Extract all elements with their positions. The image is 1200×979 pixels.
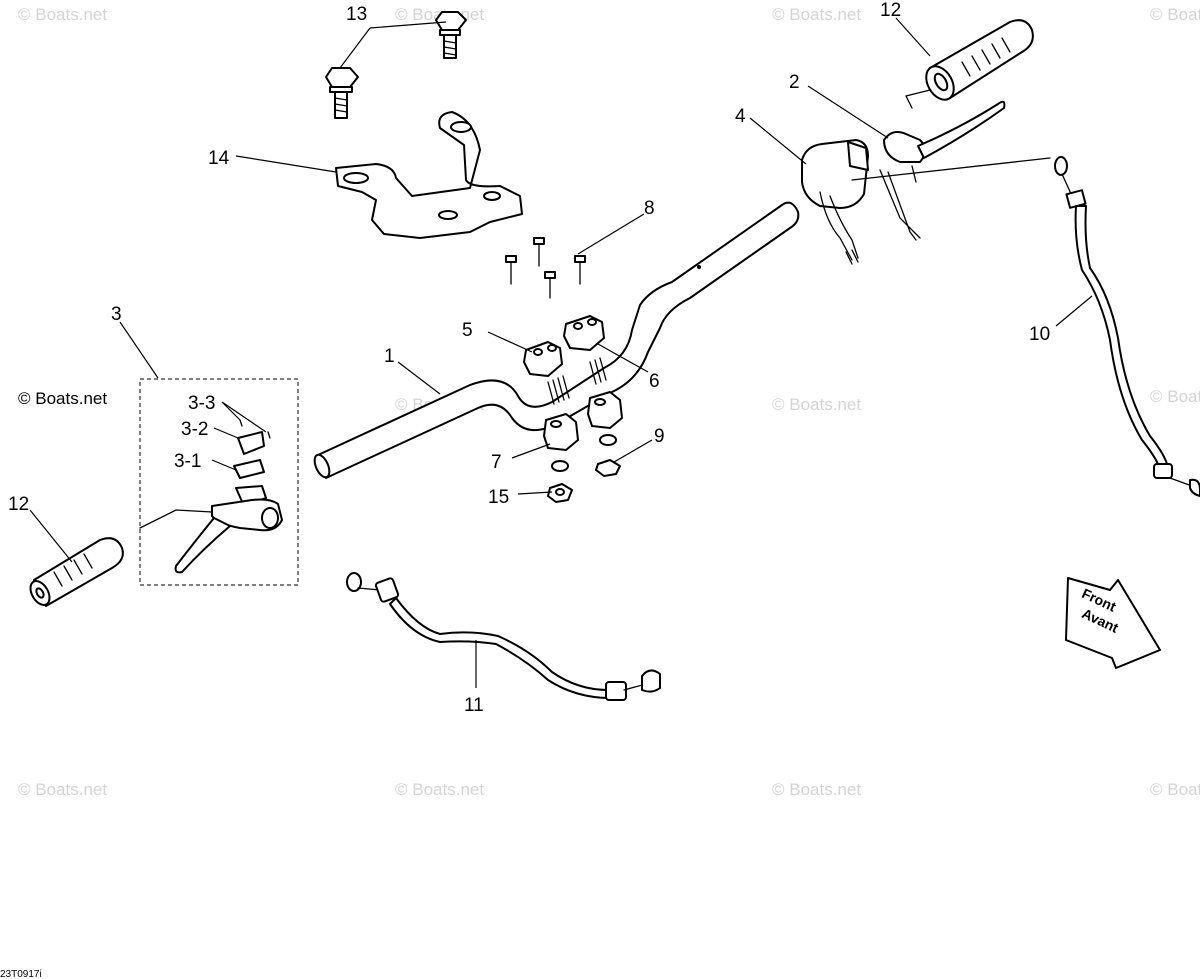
screw-3-3: [239, 419, 271, 439]
watermarks: © Boats.net © Boats.net © Boats.net © Bo…: [18, 5, 1200, 799]
callout-5: 5: [462, 320, 473, 341]
callout-8: 8: [644, 198, 655, 219]
clamp-upper-6: [563, 315, 605, 351]
grip-sleeve-outline: [905, 89, 931, 109]
callout-15: 15: [488, 487, 509, 508]
callout-6: 6: [649, 371, 660, 392]
copyright-note: © Boats.net: [18, 389, 107, 408]
watermark: © Boats.net: [18, 780, 107, 799]
callout-11: 11: [464, 695, 484, 716]
grip-12-left: [29, 537, 124, 607]
cap-3-1: [233, 459, 265, 479]
drawing-code: 23T0917i: [0, 969, 42, 979]
callout-10: 10: [1029, 324, 1050, 345]
nut-15: [547, 483, 573, 503]
riser-7-right: [587, 391, 623, 429]
handlebar-1: [313, 201, 800, 479]
callout-12-left: 12: [8, 494, 29, 515]
bolt-13-lower: [325, 67, 359, 119]
bracket-14: [335, 111, 523, 239]
riser-7-left: [543, 413, 579, 451]
callout-labels: 13 14 8 1 5 6 7 9 15 3 © Boats.net 3-3 3…: [8, 0, 1050, 716]
watermark: © Boats.net: [772, 395, 861, 414]
callout-3-1: 3-1: [174, 451, 201, 472]
watermark: © Boats.net: [772, 5, 861, 24]
master-cylinder-3: [139, 485, 283, 574]
assembly-3-boundary: [139, 378, 299, 586]
callout-13: 13: [346, 4, 367, 25]
cable-11: [346, 572, 661, 701]
callout-3-2: 3-2: [181, 419, 208, 440]
callout-12-right: 12: [880, 0, 901, 21]
watermark: © Boats.net: [18, 5, 107, 24]
bolt-13-upper: [435, 11, 467, 59]
callout-4: 4: [735, 106, 746, 127]
callout-1: 1: [384, 346, 395, 367]
leader-lines: [29, 17, 1093, 688]
clamp-upper-5: [523, 341, 563, 377]
callout-2: 2: [789, 72, 800, 93]
watermark: © Boats.net: [395, 780, 484, 799]
washers-9: [551, 434, 621, 477]
watermark: © Boats.net: [1150, 780, 1200, 799]
callout-14: 14: [208, 148, 230, 169]
switch-housing-4: [801, 139, 1051, 265]
callout-7: 7: [491, 452, 502, 473]
throttle-cable-10: [1054, 156, 1200, 497]
watermark: © Boats.net: [1150, 387, 1200, 406]
callout-3: 3: [111, 304, 122, 325]
watermark: © Boats.net: [1150, 5, 1200, 24]
callout-9: 9: [654, 426, 665, 447]
watermark: © Boats.net: [772, 780, 861, 799]
front-direction-arrow: Front Avant: [1065, 577, 1161, 669]
grip-12-right: [925, 19, 1034, 101]
callout-3-3: 3-3: [188, 393, 215, 414]
bolts-8: [505, 237, 586, 299]
throttle-lever-2: [883, 100, 1006, 183]
diaphragm-3-2: [237, 431, 265, 455]
